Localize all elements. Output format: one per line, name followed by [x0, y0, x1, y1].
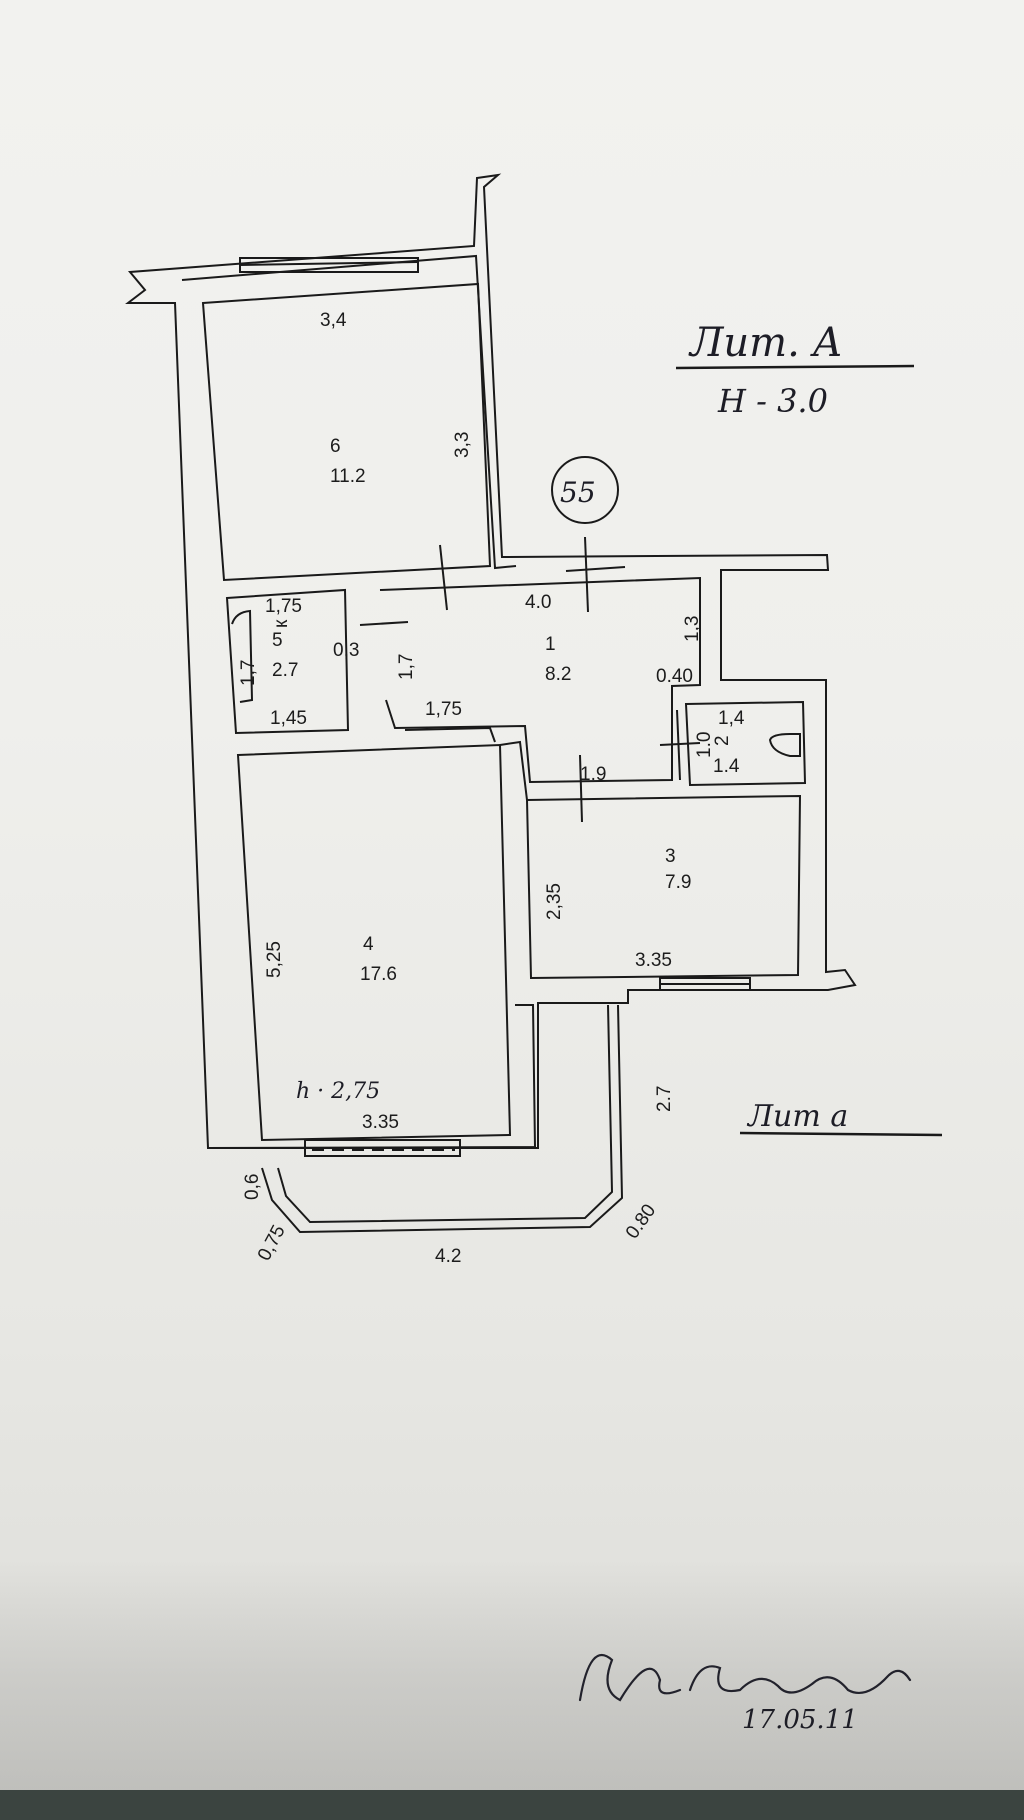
door-tick-5 [359, 621, 409, 626]
room-3-outline [525, 794, 802, 980]
balcony-depth: 2.7 [654, 1086, 675, 1112]
wall-4-1 [404, 726, 496, 743]
room-1-dim-side: 1,7 [396, 654, 417, 680]
balcony-corner-right: 0.80 [622, 1201, 660, 1243]
balcony-length: 4.2 [435, 1246, 461, 1267]
signature-date: 17.05.11 [742, 1705, 858, 1735]
room-6-outline [201, 282, 492, 582]
outer-wall-inner-line [181, 254, 517, 570]
room-2-number: 2 [712, 735, 733, 746]
door-tick-entry [584, 536, 589, 613]
room-1-area: 8.2 [545, 664, 571, 685]
room-4-bottom-wall [207, 1004, 537, 1149]
door-tick-2-h [659, 742, 701, 746]
room-4-area: 17.6 [360, 964, 397, 985]
building-number-circle [551, 456, 619, 524]
room-5-number: 5 [272, 630, 283, 651]
lit-a-small: Лит а [746, 1099, 848, 1134]
room-5-dim-bottom: 1,45 [270, 708, 307, 729]
lit-a-small-underline [739, 1131, 943, 1137]
room-6-dim-height: 3,3 [452, 432, 473, 458]
balcony-outline [261, 1004, 624, 1234]
room-3-dim-top: 1.9 [580, 764, 606, 785]
room-5-dim-side: 1,7 [238, 660, 259, 686]
room-2-outline [684, 700, 807, 787]
room-5-dim-top: 1,75 [265, 596, 302, 617]
door-tick-6 [439, 544, 448, 611]
room-1-dim-right: 1,3 [682, 616, 703, 642]
room-4-dim-side: 5,25 [264, 941, 285, 978]
room-3-number: 3 [665, 846, 676, 867]
room-5-area: 2.7 [272, 660, 298, 681]
room-2-area: 1.4 [713, 756, 740, 777]
room-6-number: 6 [330, 436, 341, 457]
paper-shadow [0, 1560, 1024, 1790]
room-2-dim-side: 1.0 [694, 732, 715, 758]
signature [578, 1653, 912, 1702]
room-5-outline [225, 588, 350, 735]
door-tick-3 [579, 754, 583, 823]
room-1-dim-040: 0.40 [656, 666, 693, 687]
balcony-side-left: 0,6 [242, 1174, 263, 1200]
room-3-area: 7.9 [665, 872, 691, 893]
balcony-corner-left: 0,75 [254, 1222, 290, 1265]
room-4-height: h · 2,75 [296, 1079, 380, 1104]
height-a-label: H - 3.0 [717, 382, 828, 420]
building-number: 55 [560, 476, 596, 509]
room-3-dim-bottom: 3.35 [635, 950, 672, 971]
window-room-4 [304, 1139, 461, 1157]
room-6-area: 11.2 [330, 466, 366, 487]
room-4-outline [236, 743, 512, 1142]
room-5-arch [231, 609, 254, 703]
room-1-dim-03: 0,3 [333, 640, 359, 661]
door-tick-entry-h [565, 566, 626, 572]
room-6-dim-width: 3,4 [320, 310, 347, 331]
closet-k-label: к [271, 619, 292, 628]
lit-a-title: Лит. А [688, 320, 843, 366]
room-2-dim-top: 1,4 [718, 708, 745, 729]
room-4-dim-bottom: 3.35 [362, 1112, 399, 1133]
wall-4-3 [499, 740, 528, 801]
room-1-outline [379, 576, 701, 784]
room-3-dim-side: 2,35 [544, 883, 565, 920]
room-1-dim-top: 4.0 [525, 592, 551, 613]
balcony-inner [277, 1004, 614, 1224]
room-1-number: 1 [545, 634, 556, 655]
room-4-number: 4 [363, 934, 374, 955]
room-1-dim-bottom: 1,75 [425, 699, 462, 720]
lit-a-underline [675, 364, 915, 370]
window-room-6-line [239, 261, 419, 266]
room-2-toilet [768, 733, 801, 757]
